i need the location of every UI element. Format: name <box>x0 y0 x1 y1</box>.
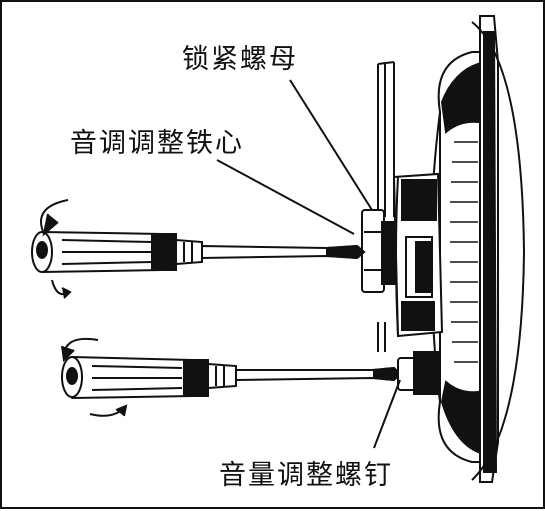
horn-body <box>392 15 526 483</box>
screwdriver-upper <box>31 230 366 274</box>
label-lock-nut: 锁紧螺母 <box>182 44 298 75</box>
screwdriver-lower <box>61 355 402 400</box>
rotation-arrow-upper-icon <box>40 199 72 299</box>
rotation-arrow-lower-icon <box>61 338 128 417</box>
label-tone-core: 音调调整铁心 <box>70 128 244 159</box>
label-volume-screw: 音量调整螺钉 <box>219 460 393 491</box>
lock-nut <box>361 209 397 293</box>
volume-screw <box>397 351 441 395</box>
leader-lines <box>216 79 401 449</box>
mounting-bracket <box>377 61 395 352</box>
